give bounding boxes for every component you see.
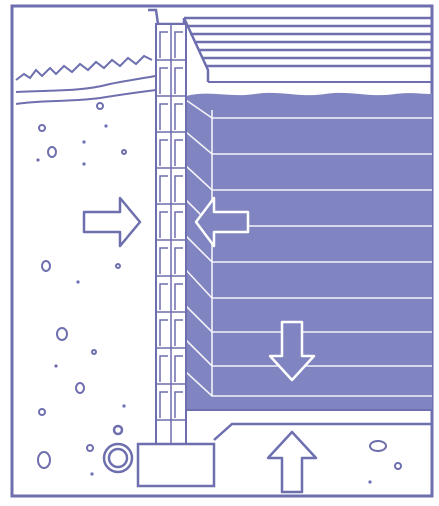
footing: [138, 444, 214, 486]
